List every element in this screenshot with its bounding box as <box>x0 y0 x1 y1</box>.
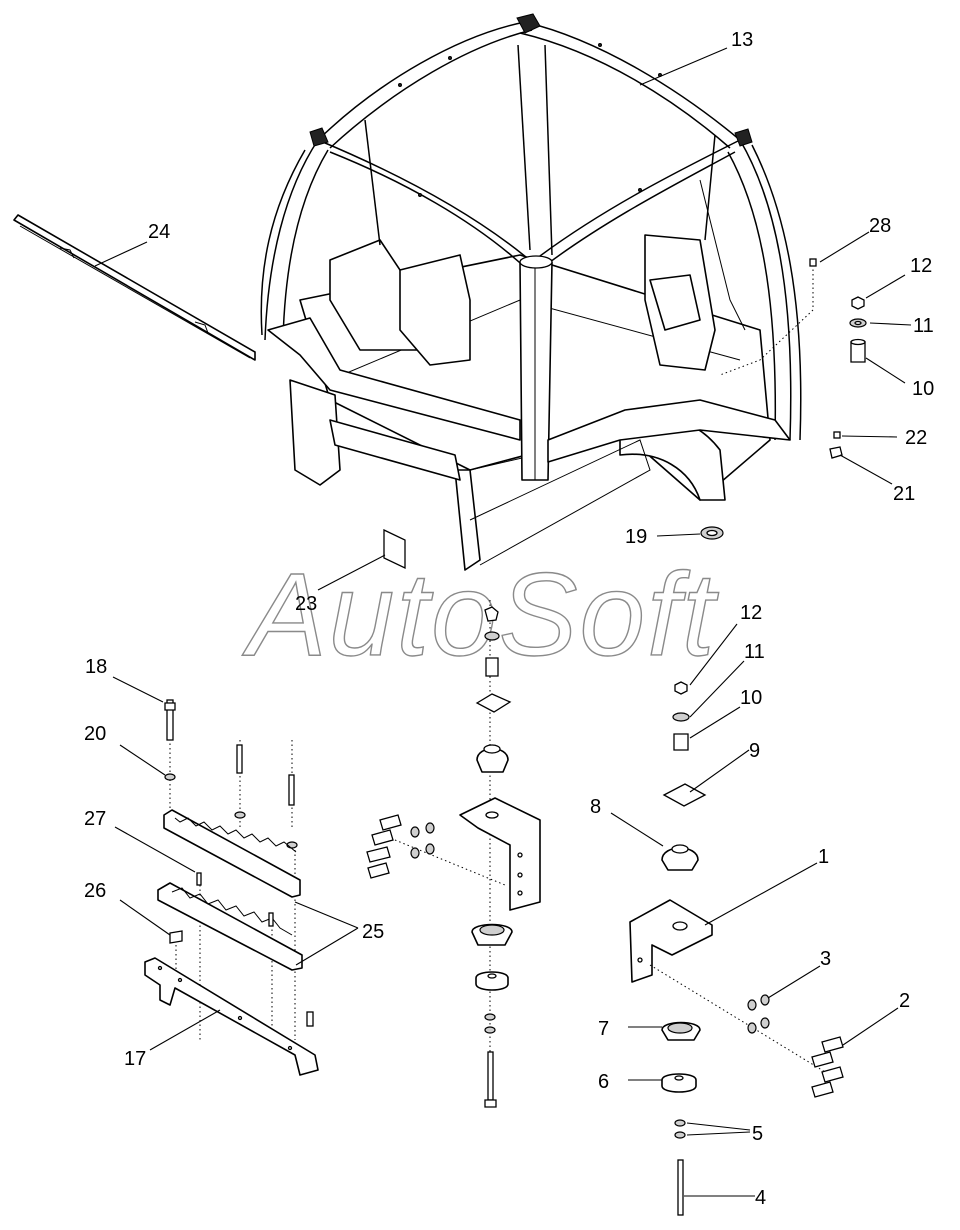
callout-9: 9 <box>749 740 760 762</box>
right-mount-stack <box>629 681 844 1216</box>
callout-24: 24 <box>148 221 170 243</box>
callout-12-upper: 12 <box>910 255 932 277</box>
washer-part-19 <box>700 526 724 540</box>
left-rail-assembly <box>144 699 319 1076</box>
callout-12-lower: 12 <box>740 602 762 624</box>
callout-28: 28 <box>869 215 891 237</box>
callout-22: 22 <box>905 427 927 449</box>
callout-labels: 1 2 3 4 5 6 7 8 9 10 10 11 11 12 12 13 1… <box>84 29 934 1209</box>
leader-lines <box>94 47 912 1197</box>
callout-13: 13 <box>731 29 753 51</box>
callout-6: 6 <box>598 1071 609 1093</box>
callout-7: 7 <box>598 1018 609 1040</box>
callout-27: 27 <box>84 808 106 830</box>
cab-frame-part-13 <box>260 13 802 571</box>
callout-18: 18 <box>85 656 107 678</box>
callout-1: 1 <box>818 846 829 868</box>
callout-11-upper: 11 <box>913 315 934 337</box>
callout-23: 23 <box>295 593 317 615</box>
label-plate-part-23 <box>383 528 406 570</box>
watermark: AutoSoft <box>242 549 719 681</box>
callout-5: 5 <box>752 1123 763 1145</box>
callout-4: 4 <box>755 1187 766 1209</box>
callout-3: 3 <box>820 948 831 970</box>
callout-19: 19 <box>625 526 647 548</box>
callout-17: 17 <box>124 1048 146 1070</box>
callout-10-upper: 10 <box>912 378 934 400</box>
center-mount-stack <box>459 600 541 1108</box>
callout-26: 26 <box>84 880 106 902</box>
callout-10-lower: 10 <box>740 687 762 709</box>
callout-20: 20 <box>84 723 106 745</box>
callout-25: 25 <box>362 921 384 943</box>
callout-11-lower: 11 <box>744 641 765 663</box>
callout-8: 8 <box>590 796 601 818</box>
upper-right-hardware <box>719 258 867 459</box>
callout-2: 2 <box>899 990 910 1012</box>
trim-strip-part-24 <box>13 214 256 361</box>
callout-21: 21 <box>893 483 915 505</box>
center-bracket-bolts <box>366 814 506 886</box>
